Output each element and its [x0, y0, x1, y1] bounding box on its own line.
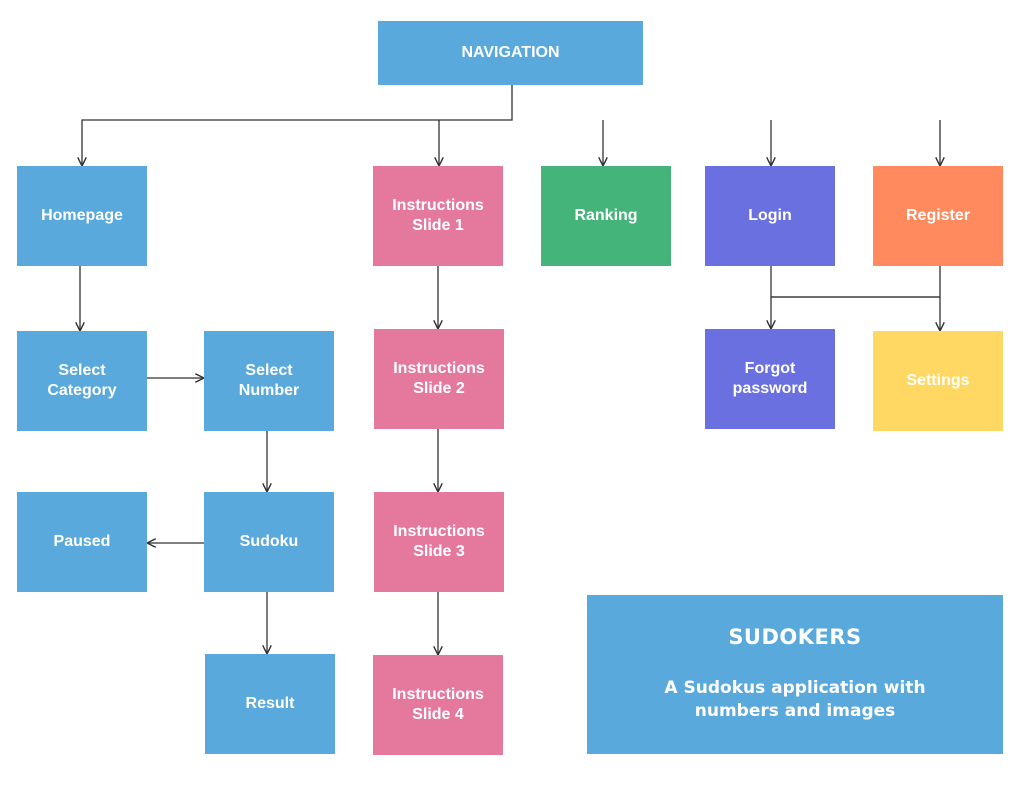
node-register: Register: [873, 166, 1003, 266]
node-instructions-slide-1: Instructions Slide 1: [373, 166, 503, 266]
node-label: Instructions Slide 1: [392, 197, 484, 234]
node-instructions-slide-4: Instructions Slide 4: [373, 655, 503, 755]
node-label: Sudoku: [239, 533, 299, 550]
app-subtitle: A Sudokus application with numbers and i…: [664, 678, 926, 721]
node-ranking: Ranking: [541, 166, 671, 266]
node-homepage: Homepage: [17, 166, 147, 266]
node-label: NAVIGATION: [461, 44, 560, 61]
app-title: SUDOKERS: [728, 625, 862, 649]
node-navigation: NAVIGATION: [378, 21, 643, 85]
title-card: SUDOKERS A Sudokus application with numb…: [587, 595, 1003, 754]
node-label: Homepage: [41, 207, 123, 224]
node-label: Settings: [906, 372, 970, 389]
node-label: Instructions Slide 2: [393, 360, 485, 397]
node-select-category: Select Category: [17, 331, 147, 431]
node-label: Register: [905, 207, 971, 224]
node-label: Instructions Slide 4: [392, 686, 484, 723]
node-label: Forgot password: [732, 360, 808, 397]
node-forgot-password: Forgot password: [705, 329, 835, 429]
node-label: Login: [748, 207, 792, 224]
node-label: Ranking: [574, 207, 638, 224]
node-select-number: Select Number: [204, 331, 334, 431]
node-result: Result: [205, 654, 335, 754]
node-label: Select Number: [238, 362, 300, 399]
node-label: Result: [245, 695, 295, 712]
node-sudoku: Sudoku: [204, 492, 334, 592]
node-instructions-slide-3: Instructions Slide 3: [374, 492, 504, 592]
node-label: Paused: [53, 533, 111, 550]
node-settings: Settings: [873, 331, 1003, 431]
node-paused: Paused: [17, 492, 147, 592]
node-login: Login: [705, 166, 835, 266]
node-label: Instructions Slide 3: [393, 523, 485, 560]
edge-navigation-to-homepage: [82, 85, 513, 165]
node-instructions-slide-2: Instructions Slide 2: [374, 329, 504, 429]
node-label: Select Category: [47, 362, 117, 399]
